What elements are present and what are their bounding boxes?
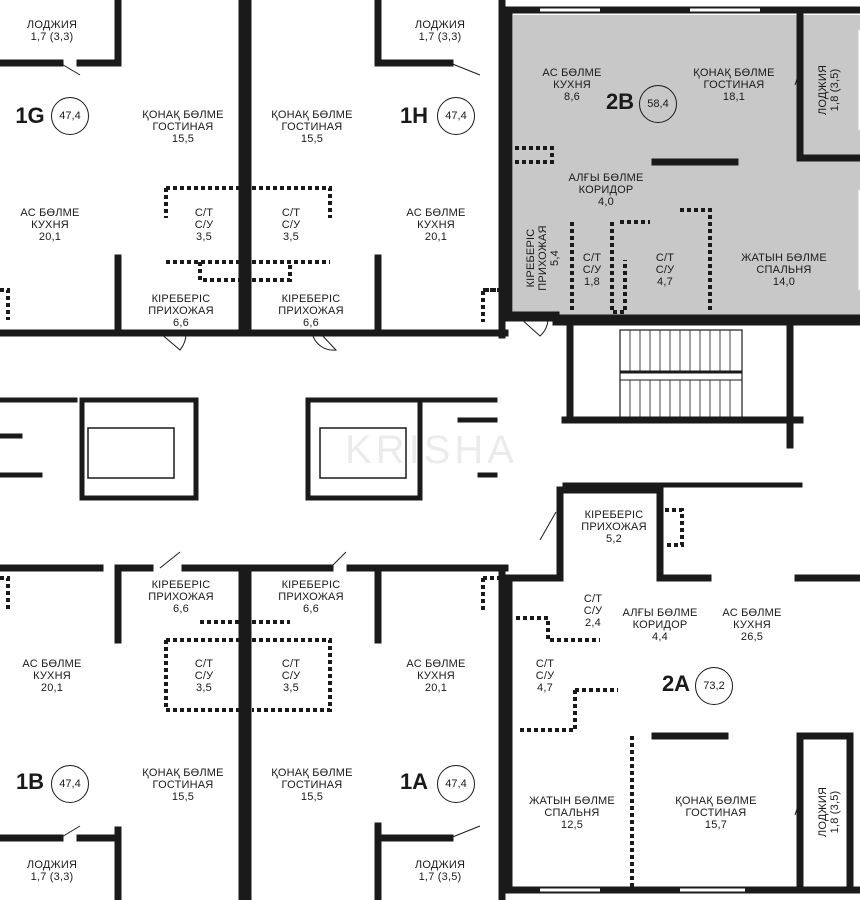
windows [540,8,860,892]
apartment-area-1b: 47,4 [51,765,89,803]
apartment-area-1h: 47,4 [437,97,475,135]
apartment-code-1a: 1A [399,769,429,794]
watermark: KRISHA [345,428,518,472]
apartment-2b-highlight [513,15,860,318]
elevators [87,427,407,479]
apartment-area-2b: 58,4 [639,85,677,123]
staircase [619,329,743,421]
apartment-area-1a: 47,4 [437,765,475,803]
apartment-area-1g: 47,4 [51,97,89,135]
apartment-code-1g: 1G [15,103,45,128]
apartment-code-2b: 2B [605,89,635,114]
apartment-code-1b: 1B [15,769,45,794]
bathroom-partitions [0,146,712,888]
apartment-area-2a: 73,2 [695,667,733,705]
apartment-code-1h: 1H [399,103,429,128]
apartment-code-2a: 2A [661,671,691,696]
doors [59,62,801,839]
